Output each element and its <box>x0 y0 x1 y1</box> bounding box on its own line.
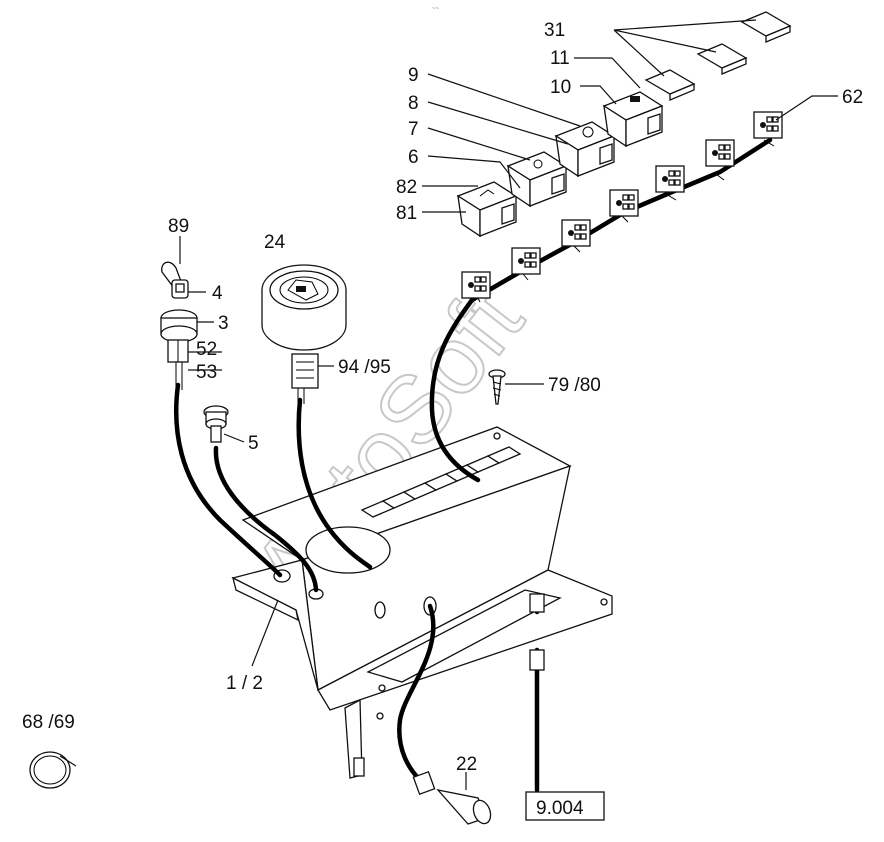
callout-22: 22 <box>456 754 477 775</box>
rocker-switch-icon <box>506 151 568 208</box>
callout-53: 53 <box>196 362 217 383</box>
callout-labels: 31 11 10 9 8 7 6 82 81 62 89 24 4 3 52 5… <box>22 20 863 819</box>
callout-68-69: 68 /69 <box>22 712 75 733</box>
switch-cover <box>696 43 748 75</box>
reference-label: 9.004 <box>536 798 584 819</box>
gauge-connector <box>291 353 319 389</box>
callout-79-80: 79 /80 <box>548 375 601 396</box>
callout-24: 24 <box>264 232 286 253</box>
callout-1-2: 1 / 2 <box>226 673 263 694</box>
callout-8: 8 <box>408 93 419 114</box>
leader-lines <box>179 19 838 790</box>
rocker-switch-icon <box>602 91 664 148</box>
callout-62: 62 <box>842 87 863 108</box>
switch-connectors <box>461 111 783 299</box>
callout-4: 4 <box>212 283 223 304</box>
gauge-icon <box>261 264 347 351</box>
reference-box <box>525 791 605 821</box>
callout-9: 9 <box>408 65 419 86</box>
callout-94-95: 94 /95 <box>338 357 391 378</box>
indicator-lamp <box>203 405 229 443</box>
cable-tie-icon <box>29 751 77 789</box>
rocker-switch-icon <box>554 121 616 178</box>
corner-mark: ~~ <box>432 6 440 12</box>
dashboard-panel <box>231 426 613 779</box>
rocker-switch-icon <box>456 181 518 238</box>
callout-5: 5 <box>248 433 259 454</box>
callout-6: 6 <box>408 147 419 168</box>
warning-lamp-icon <box>412 770 492 825</box>
callout-10: 10 <box>550 77 571 98</box>
callout-52: 52 <box>196 339 217 360</box>
callout-3: 3 <box>218 313 229 334</box>
callout-81: 81 <box>396 203 417 224</box>
callout-82: 82 <box>396 177 417 198</box>
callout-7: 7 <box>408 119 419 140</box>
ignition-key-icon <box>161 261 189 299</box>
switch-openings <box>360 446 522 518</box>
screw-icon <box>488 369 506 405</box>
ignition-switch <box>160 261 198 363</box>
callout-31: 31 <box>544 20 565 41</box>
callout-11: 11 <box>550 48 570 69</box>
switch-cover <box>740 11 792 43</box>
rocker-switches <box>456 11 792 238</box>
callout-89: 89 <box>168 216 189 237</box>
switch-cover <box>644 69 696 101</box>
